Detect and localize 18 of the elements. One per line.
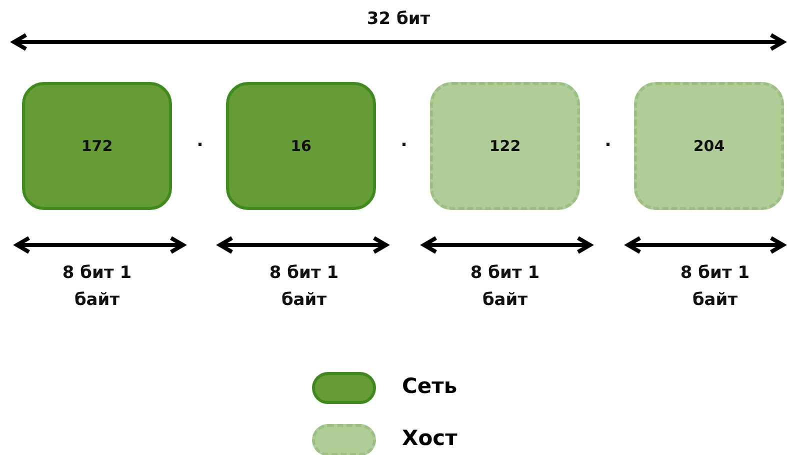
octet-value: 122 [489,137,521,155]
network-octet-box [226,82,376,210]
separator-dot: . [196,130,204,153]
octet-value: 172 [81,137,113,155]
legend-label: Хост [402,426,458,450]
host-octet-box [430,82,580,210]
octet-value: 204 [693,137,725,155]
octet-size-label: 8 бит 1 байт [268,262,340,312]
separator-dot: . [400,130,408,153]
octet-value: 16 [290,137,312,155]
octet-size-label: 8 бит 1 байт [469,262,541,312]
host-octet-box [634,82,784,210]
octet-size-label: 8 бит 1 байт [61,262,133,312]
total-width-label: 32 бит [366,8,432,31]
legend-label: Сеть [402,374,458,398]
network-octet-box [22,82,172,210]
separator-dot: . [604,130,612,153]
octet-size-label: 8 бит 1 байт [679,262,751,312]
